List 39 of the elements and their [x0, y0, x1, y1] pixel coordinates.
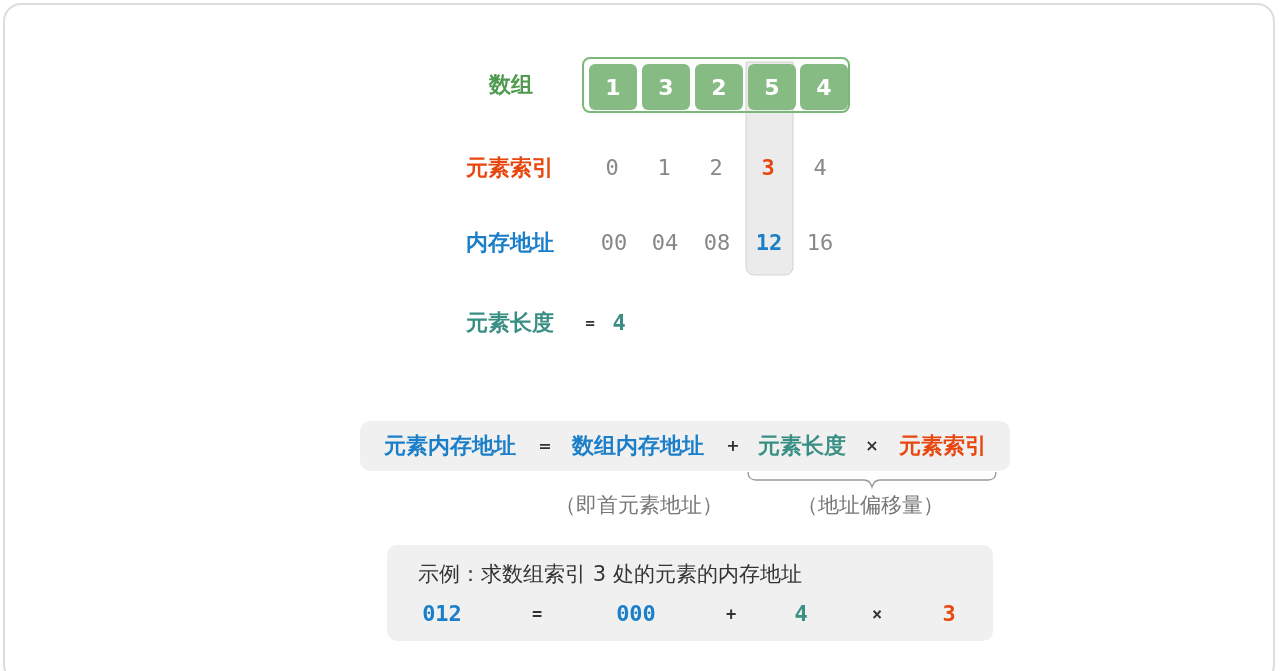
index-number: 3 — [761, 155, 775, 181]
index-number: 0 — [605, 155, 619, 181]
row-label: 元素索引 — [466, 155, 554, 181]
formula-panel — [360, 421, 1010, 471]
address-number: 08 — [703, 230, 731, 256]
array-cell: 2 — [695, 64, 743, 110]
example-value: 000 — [616, 601, 656, 627]
formula-term: 元素长度 — [758, 433, 846, 459]
note-text: （即首元素地址） — [555, 494, 723, 518]
row-label: 元素长度 — [466, 310, 554, 336]
operator-sign: × — [865, 437, 879, 455]
row-label: 内存地址 — [466, 230, 554, 256]
array-cell: 5 — [748, 64, 796, 110]
operator-sign: + — [725, 604, 737, 624]
operator-sign: = — [538, 437, 552, 455]
index-number: 1 — [657, 155, 671, 181]
element-length-value: 4 — [612, 310, 626, 336]
array-cell: 4 — [800, 64, 848, 110]
operator-sign: = — [531, 604, 543, 624]
operator-sign: + — [726, 437, 740, 455]
address-number: 12 — [755, 230, 783, 256]
formula-term: 元素索引 — [899, 433, 987, 459]
equals-sign: = — [585, 314, 595, 332]
operator-sign: × — [871, 604, 883, 624]
example-value: 012 — [422, 601, 462, 627]
array-cell: 3 — [642, 64, 690, 110]
formula-term: 元素内存地址 — [384, 433, 516, 459]
address-number: 00 — [600, 230, 628, 256]
formula-term: 数组内存地址 — [572, 433, 704, 459]
index-number: 4 — [813, 155, 827, 181]
example-text: 示例：求数组索引 3 处的元素的内存地址 — [418, 563, 802, 587]
index-number: 2 — [709, 155, 723, 181]
example-value: 3 — [942, 601, 956, 627]
address-number: 04 — [651, 230, 679, 256]
array-label: 数组 — [489, 72, 533, 98]
array-cell: 1 — [589, 64, 637, 110]
note-text: （地址偏移量） — [796, 494, 944, 518]
example-value: 4 — [794, 601, 808, 627]
address-number: 16 — [806, 230, 834, 256]
